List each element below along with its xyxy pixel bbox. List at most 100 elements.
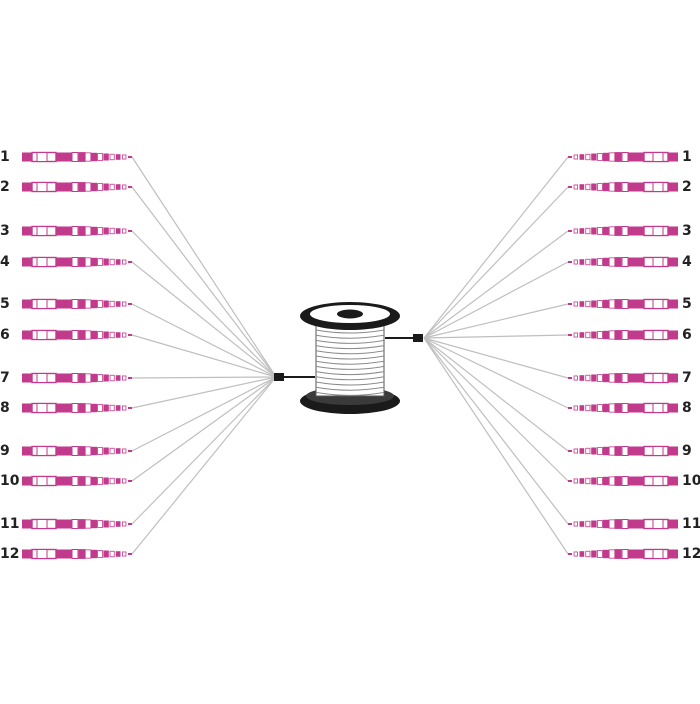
connector-boot-segment	[84, 403, 92, 413]
fiber-right-3	[423, 230, 569, 339]
connector-boot-segment	[597, 477, 603, 485]
fiber-left-7	[131, 376, 277, 379]
connector-boot-segment	[78, 226, 86, 236]
right-port-number: 3	[682, 223, 692, 239]
connector-ferrule	[668, 403, 678, 413]
connector-boot-segment	[78, 476, 86, 486]
connector-boot-segment	[597, 520, 603, 528]
connector-boot-segment	[573, 551, 578, 557]
spool-winding	[315, 360, 385, 365]
connector-boot-segment	[109, 153, 115, 161]
connector-boot-segment	[84, 476, 92, 486]
connector-collar	[71, 152, 79, 162]
connector-boot-segment	[109, 520, 115, 528]
connector-boot-segment	[591, 227, 597, 235]
connector-boot-segment	[97, 447, 103, 455]
connector-boot-segment	[122, 228, 127, 234]
connector-boot-segment	[597, 153, 603, 161]
connector-boot-segment	[84, 299, 92, 309]
connector-latch	[652, 446, 664, 456]
connector-boot-segment	[115, 332, 121, 338]
left-port-number: 6	[0, 327, 10, 343]
lc-fiber-connector-icon	[22, 256, 132, 268]
connector-boot-segment	[573, 405, 578, 411]
connector-ferrule	[22, 446, 32, 456]
connector-boot-segment	[115, 375, 121, 381]
connector-boot-segment	[103, 227, 109, 235]
connector-collar	[71, 403, 79, 413]
connector-latch	[36, 152, 48, 162]
lc-fiber-connector-icon	[568, 402, 678, 414]
connector-boot-segment	[573, 332, 578, 338]
connector-boot-segment	[597, 374, 603, 382]
connector-collar	[621, 519, 629, 529]
connector-boot-segment	[614, 403, 622, 413]
lc-fiber-connector-icon	[568, 298, 678, 310]
connector-boot-segment	[122, 375, 127, 381]
left-port-number: 11	[0, 516, 20, 532]
connector-ferrule	[22, 226, 32, 236]
spool-winding	[315, 381, 385, 386]
connector-boot-segment	[91, 152, 98, 162]
connector-boot-segment	[97, 153, 103, 161]
connector-boot-segment	[109, 331, 115, 339]
connector-boot-segment	[122, 301, 127, 307]
connector-boot-segment	[103, 520, 109, 528]
connector-boot-segment	[602, 299, 609, 309]
connector-boot-segment	[97, 477, 103, 485]
connector-body	[56, 182, 72, 192]
left-port-number: 2	[0, 179, 10, 195]
connector-boot-segment	[91, 299, 98, 309]
connector-boot-segment	[608, 519, 616, 529]
connector-boot-segment	[78, 152, 86, 162]
left-port-number: 8	[0, 400, 10, 416]
connector-boot-segment	[585, 477, 591, 485]
fiber-right-12	[423, 337, 569, 555]
fiber-right-1	[423, 156, 569, 339]
connector-ferrule	[668, 373, 678, 383]
connector-boot-segment	[614, 549, 622, 559]
fiber-right-11	[423, 337, 569, 525]
connector-boot-segment	[84, 330, 92, 340]
connector-boot-segment	[573, 154, 578, 160]
right-port-number: 11	[682, 516, 700, 532]
connector-boot-segment	[115, 405, 121, 411]
connector-body	[628, 446, 644, 456]
connector-boot-segment	[602, 403, 609, 413]
right-port-number: 9	[682, 443, 692, 459]
connector-boot-segment	[602, 476, 609, 486]
fiber-left-9	[131, 376, 277, 452]
connector-boot-segment	[579, 448, 585, 454]
connector-ferrule	[668, 257, 678, 267]
fiber-left-12	[131, 376, 277, 555]
connector-boot-segment	[91, 373, 98, 383]
connector-boot-segment	[585, 374, 591, 382]
connector-collar	[71, 519, 79, 529]
left-port-number: 9	[0, 443, 10, 459]
connector-latch	[36, 330, 48, 340]
fiber-left-11	[131, 376, 277, 525]
connector-latch	[652, 549, 664, 559]
connector-boot-segment	[591, 300, 597, 308]
connector-boot-segment	[585, 153, 591, 161]
connector-ferrule	[22, 257, 32, 267]
connector-latch	[36, 403, 48, 413]
connector-boot-segment	[91, 182, 98, 192]
connector-boot-segment	[109, 300, 115, 308]
connector-body	[56, 403, 72, 413]
connector-body	[56, 299, 72, 309]
left-port-number: 7	[0, 370, 10, 386]
connector-latch	[36, 373, 48, 383]
connector-latch	[652, 519, 664, 529]
left-port-number: 5	[0, 296, 10, 312]
connector-boot-segment	[78, 257, 86, 267]
connector-boot-segment	[97, 331, 103, 339]
lc-fiber-connector-icon	[22, 445, 132, 457]
connector-boot-segment	[579, 375, 585, 381]
connector-boot-segment	[109, 183, 115, 191]
connector-boot-segment	[122, 332, 127, 338]
connector-collar	[621, 182, 629, 192]
right-port-number: 2	[682, 179, 692, 195]
